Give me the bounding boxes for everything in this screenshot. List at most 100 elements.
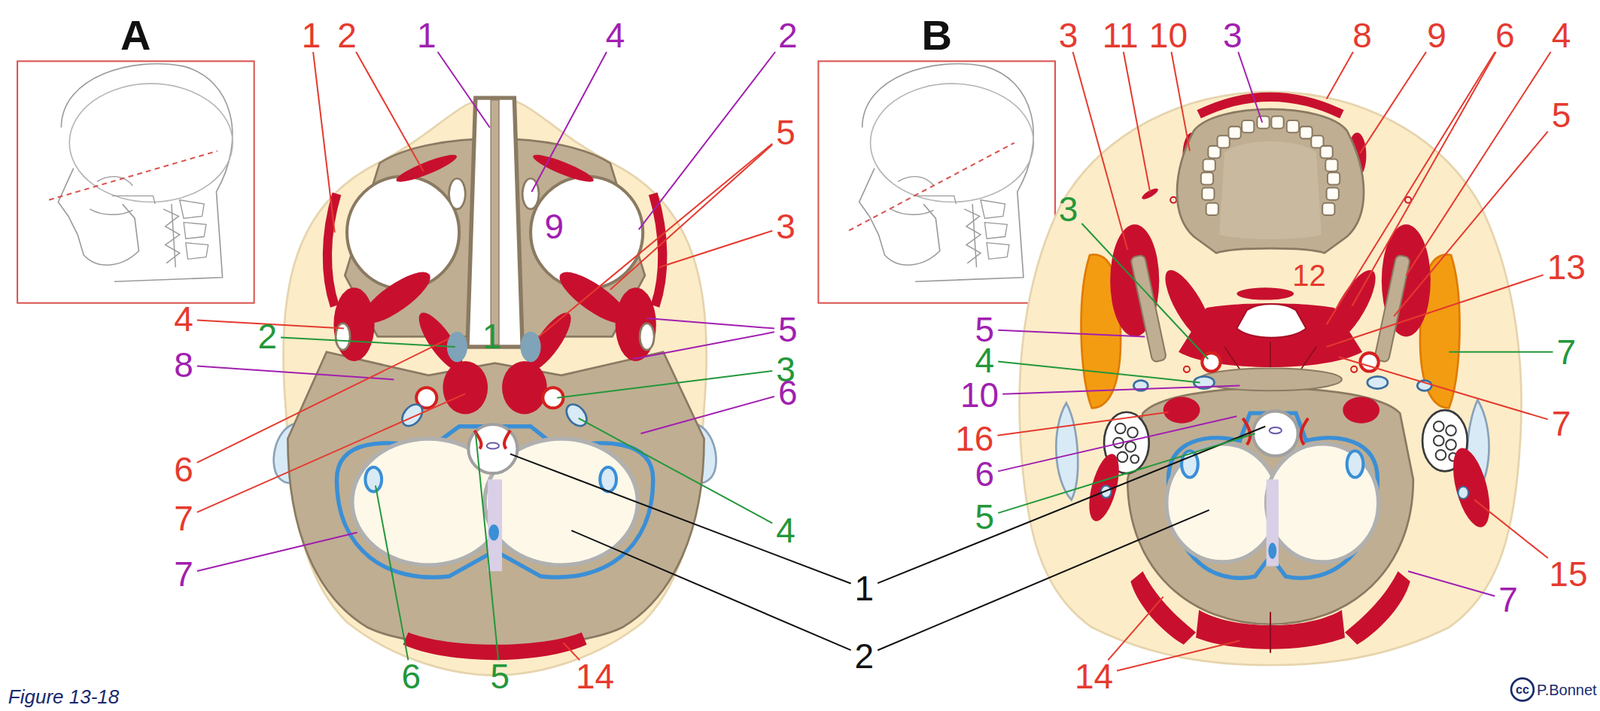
callout-number: 4: [1551, 18, 1572, 53]
leader-line: [997, 416, 1237, 472]
leader-line: [280, 337, 456, 347]
callout-number: 1: [482, 319, 502, 354]
leader-line: [1352, 51, 1497, 307]
callout-number: 7: [173, 501, 194, 536]
leader-line: [1326, 51, 1354, 100]
leader-line: [571, 530, 851, 651]
leader-line: [1338, 357, 1549, 420]
callout-number: 7: [173, 556, 194, 592]
leader-line: [438, 51, 490, 128]
panel-letter: B: [921, 14, 952, 57]
callout-number: 2: [257, 319, 277, 354]
leader-line: [197, 532, 358, 572]
leader-line: [1116, 640, 1240, 671]
callout-number: 12: [1292, 260, 1327, 291]
callout-number: 7: [1498, 582, 1518, 618]
license-mark: cc: [1515, 684, 1530, 697]
callout-number: 5: [975, 312, 995, 347]
leader-line: [1238, 51, 1263, 123]
leader-line: [1081, 223, 1208, 359]
leader-line: [375, 485, 408, 661]
leader-line: [197, 366, 395, 381]
leader-line: [1002, 386, 1240, 395]
callout-number: 4: [975, 343, 995, 378]
callout-number: 14: [575, 659, 615, 694]
callout-number: 10: [960, 377, 999, 413]
callout-number: 1: [854, 571, 875, 606]
callout-number: 6: [778, 375, 798, 411]
leader-line: [997, 433, 1256, 514]
leader-line: [877, 426, 1266, 584]
leader-line: [538, 143, 773, 337]
callout-number: 11: [1102, 18, 1139, 53]
leader-line: [475, 432, 499, 661]
callout-number: 1: [301, 18, 322, 53]
callout-number: 3: [775, 209, 796, 244]
callout-number: 13: [1547, 249, 1586, 285]
leader-line: [659, 231, 773, 268]
callout-number: 3: [1222, 18, 1243, 53]
callout-number: 16: [955, 421, 994, 457]
callout-number: 14: [1074, 659, 1114, 694]
callout-number: 4: [173, 301, 194, 337]
callout-number: 4: [775, 513, 796, 548]
callout-number: 5: [1551, 97, 1572, 133]
callout-number: 5: [775, 115, 796, 150]
leader-line: [1171, 51, 1190, 152]
callout-number: 5: [975, 499, 995, 535]
callout-number: 10: [1149, 18, 1188, 53]
figure-number: Figure 13-18: [8, 687, 119, 707]
leader-line: [1326, 51, 1496, 325]
author-credit: P.Bonnet: [1536, 682, 1597, 698]
leader-line: [313, 51, 335, 233]
leader-line: [640, 396, 774, 434]
leader-line: [1474, 499, 1549, 558]
callout-number: 8: [1352, 18, 1372, 53]
leader-line: [632, 331, 775, 359]
callout-number: 7: [1556, 334, 1576, 370]
leader-line: [647, 318, 775, 329]
callout-number: 5: [490, 659, 511, 694]
callout-number: 6: [1495, 18, 1515, 53]
leader-line: [510, 453, 852, 584]
leader-line: [997, 330, 1145, 338]
leader-line: [578, 418, 773, 524]
callout-number: 3: [1058, 18, 1079, 53]
leader-line: [1073, 51, 1129, 250]
leader-line: [197, 393, 466, 513]
leader-line: [1123, 51, 1150, 192]
panel-letter: A: [120, 14, 151, 57]
callout-number: 15: [1548, 556, 1588, 592]
leader-line: [1448, 351, 1553, 353]
callout-number: 2: [337, 18, 357, 53]
leader-line: [355, 51, 424, 172]
callout-number: 6: [401, 659, 422, 694]
leader-line: [997, 412, 1169, 436]
callout-number: 3: [1058, 191, 1079, 227]
leader-line: [610, 144, 773, 290]
leader-line: [1408, 571, 1495, 597]
leader-line: [997, 361, 1200, 383]
callout-number: 6: [975, 456, 995, 492]
leader-line: [1107, 596, 1163, 661]
callout-number: 2: [778, 18, 798, 53]
callout-number: 6: [173, 452, 194, 487]
leader-line: [1359, 51, 1427, 153]
callout-number: 8: [173, 347, 194, 383]
leader-line: [1405, 51, 1551, 276]
callout-number: 9: [1426, 18, 1447, 53]
callout-number: 5: [778, 312, 798, 347]
callout-number: 9: [544, 209, 564, 244]
leader-line: [197, 338, 450, 463]
leader-line: [1326, 274, 1544, 347]
callout-number: 2: [854, 638, 875, 674]
leader-line: [877, 510, 1210, 651]
leader-line: [1393, 131, 1549, 317]
callout-number: 7: [1551, 406, 1572, 442]
leader-line: [562, 642, 580, 661]
leader-line: [531, 51, 607, 192]
callout-number: 4: [605, 18, 626, 53]
